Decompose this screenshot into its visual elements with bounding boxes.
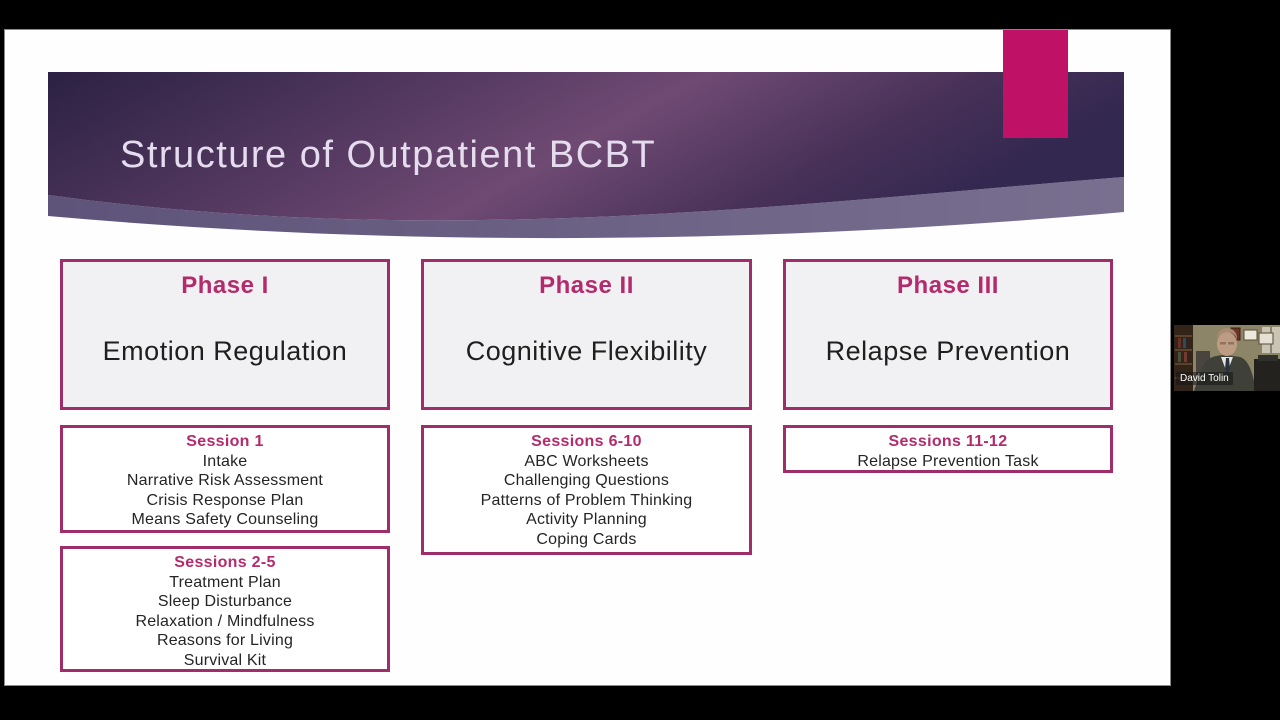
title-banner <box>48 72 1124 239</box>
accent-rectangle <box>1003 30 1068 138</box>
phase-3-box: Phase III Relapse Prevention <box>783 259 1113 410</box>
phase-3-heading: Phase III <box>897 272 999 299</box>
session-item: Crisis Response Plan <box>146 491 304 509</box>
session-box-heading: Sessions 6-10 <box>531 433 642 450</box>
session-item: Sleep Disturbance <box>157 593 293 610</box>
session-item: ABC Worksheets <box>524 452 649 470</box>
phase-3-focus: Relapse Prevention <box>825 336 1071 366</box>
presenter-tie <box>1225 358 1230 374</box>
session-1-box: Session 1 Intake Narrative Risk Assessme… <box>60 425 390 533</box>
slide-title: Structure of Outpatient BCBT <box>120 134 657 176</box>
session-item: Coping Cards <box>536 530 637 548</box>
banner-swoosh-shape <box>48 177 1124 239</box>
session-box-heading: Sessions 11-12 <box>888 433 1008 450</box>
sessions-2-5-box: Sessions 2-5 Treatment Plan Sleep Distur… <box>60 546 390 672</box>
phase-1-heading: Phase I <box>181 272 269 299</box>
phase-2-focus: Cognitive Flexibility <box>465 336 708 366</box>
phase-2-box: Phase II Cognitive Flexibility <box>421 259 752 410</box>
presentation-slide: Structure of Outpatient BCBT Phase I Emo… <box>5 30 1170 685</box>
phase-1-focus: Emotion Regulation <box>102 336 348 366</box>
session-box-heading: Session 1 <box>186 433 264 450</box>
session-item: Relapse Prevention Task <box>857 452 1039 470</box>
session-item: Narrative Risk Assessment <box>126 472 324 489</box>
session-item: Challenging Questions <box>503 472 670 489</box>
office-chair <box>1254 359 1280 391</box>
phase-2-heading: Phase II <box>539 272 634 299</box>
certificate-frame <box>1258 332 1274 345</box>
certificate-frame <box>1243 329 1258 341</box>
session-box-heading: Sessions 2-5 <box>174 554 276 571</box>
presenter-head <box>1217 332 1237 356</box>
phase-1-box: Phase I Emotion Regulation <box>60 259 390 410</box>
session-item: Reasons for Living <box>156 632 294 649</box>
session-item: Patterns of Problem Thinking <box>480 491 693 509</box>
banner-main-shape <box>48 72 1124 221</box>
session-item: Intake <box>202 452 248 470</box>
sessions-11-12-box: Sessions 11-12 Relapse Prevention Task <box>783 425 1113 473</box>
webcam-thumbnail[interactable]: David Tolin <box>1174 325 1280 391</box>
session-item: Treatment Plan <box>169 573 281 591</box>
session-item: Activity Planning <box>526 511 647 528</box>
session-item: Survival Kit <box>183 651 267 669</box>
session-item: Means Safety Counseling <box>131 511 319 528</box>
sessions-6-10-box: Sessions 6-10 ABC Worksheets Challenging… <box>421 425 752 555</box>
session-item: Relaxation / Mindfulness <box>135 612 315 630</box>
participant-name-label: David Tolin <box>1176 372 1233 385</box>
